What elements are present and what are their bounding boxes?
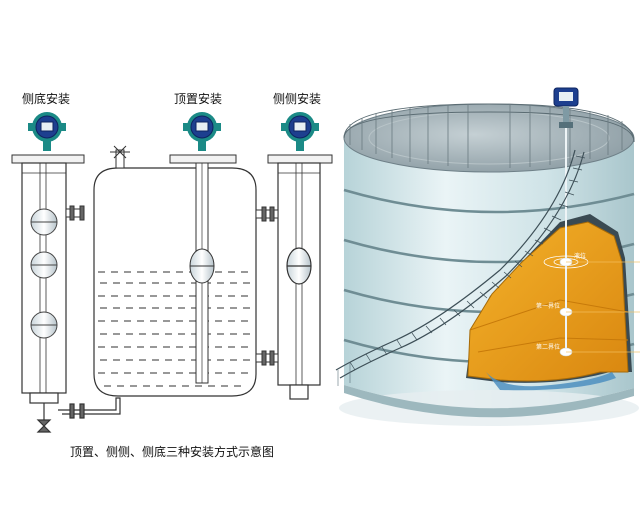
floats-side-bottom	[30, 208, 58, 339]
label-side-side-mount: 侧侧安装	[273, 92, 322, 106]
tank-label-interface-1: 第一界位	[536, 302, 560, 310]
storage-tank-illustration	[335, 87, 640, 426]
tank-label-interface-2: 第二界位	[536, 343, 560, 351]
transmitter-top-icon	[183, 112, 221, 151]
chamber-side-side	[277, 162, 321, 400]
transmitter-side-side-icon	[281, 112, 319, 151]
vessel	[93, 145, 257, 397]
label-side-bottom-mount: 侧底安装	[22, 92, 71, 106]
nozzle-bottom-connection	[58, 397, 121, 419]
tank-label-level: 液位	[574, 252, 586, 260]
figure-caption: 顶置、侧侧、侧底三种安装方式示意图	[70, 445, 275, 459]
transmitter-side-bottom-icon	[28, 112, 66, 151]
tank-transmitter-icon	[553, 87, 579, 128]
nozzle-left-top	[65, 205, 85, 221]
nozzle-right	[255, 206, 279, 366]
chamber-side-bottom	[21, 162, 67, 433]
flanges	[11, 154, 333, 164]
label-top-mount: 顶置安装	[174, 92, 223, 106]
chamber-top	[189, 162, 215, 384]
